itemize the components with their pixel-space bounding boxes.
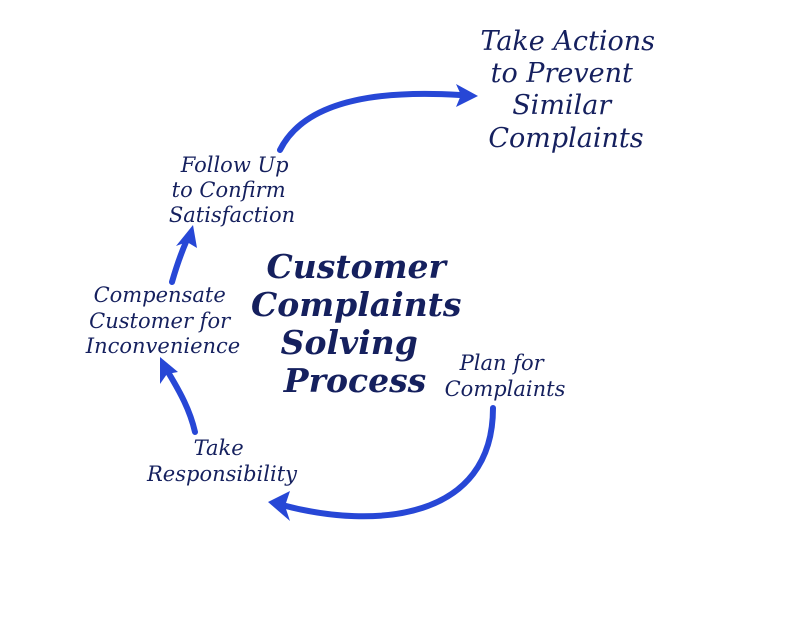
arrow-plan-to-responsibility [268,405,496,521]
arrow-head-icon [268,491,290,521]
title-line: Solving [281,323,418,362]
step-line: Plan for [459,351,546,375]
arrow-head-icon [176,225,197,248]
arrow-head-icon [456,84,478,107]
step-line: Similar [512,90,613,121]
arrow-follow-up-to-actions [277,84,478,153]
step-responsibility-label: Take Responsibility [146,436,298,486]
step-line: Inconvenience [85,334,240,358]
step-line: Complaints [488,123,643,154]
step-line: Take [194,436,244,460]
arrow-line [165,369,198,435]
arrow-compensate-to-follow-up [169,225,197,285]
step-actions-label: Take Actions to Prevent Similar Complain… [480,26,663,154]
arrow-responsibility-to-compensate [160,357,198,435]
title-line: Complaints [251,285,462,324]
arrow-line [277,90,463,153]
step-line: to Prevent [491,58,633,89]
step-plan-label: Plan for Complaints [445,351,566,401]
step-line: Customer for [89,309,232,333]
diagram-title: Customer Complaints Solving Process [251,247,473,400]
title-line: Customer [267,247,449,286]
step-follow-up-label: Follow Up to Confirm Satisfaction [169,153,295,227]
step-line: Compensate [94,283,226,307]
step-line: Responsibility [146,462,298,486]
step-line: Satisfaction [169,203,295,227]
title-line: Process [283,361,426,400]
step-compensate-label: Compensate Customer for Inconvenience [85,283,240,358]
arrow-line [169,239,189,285]
arrow-line [279,405,496,520]
step-line: to Confirm [172,178,286,202]
arrow-head-icon [160,357,178,384]
step-line: Follow Up [180,153,289,177]
step-line: Complaints [445,377,566,401]
step-line: Take Actions [480,26,655,57]
